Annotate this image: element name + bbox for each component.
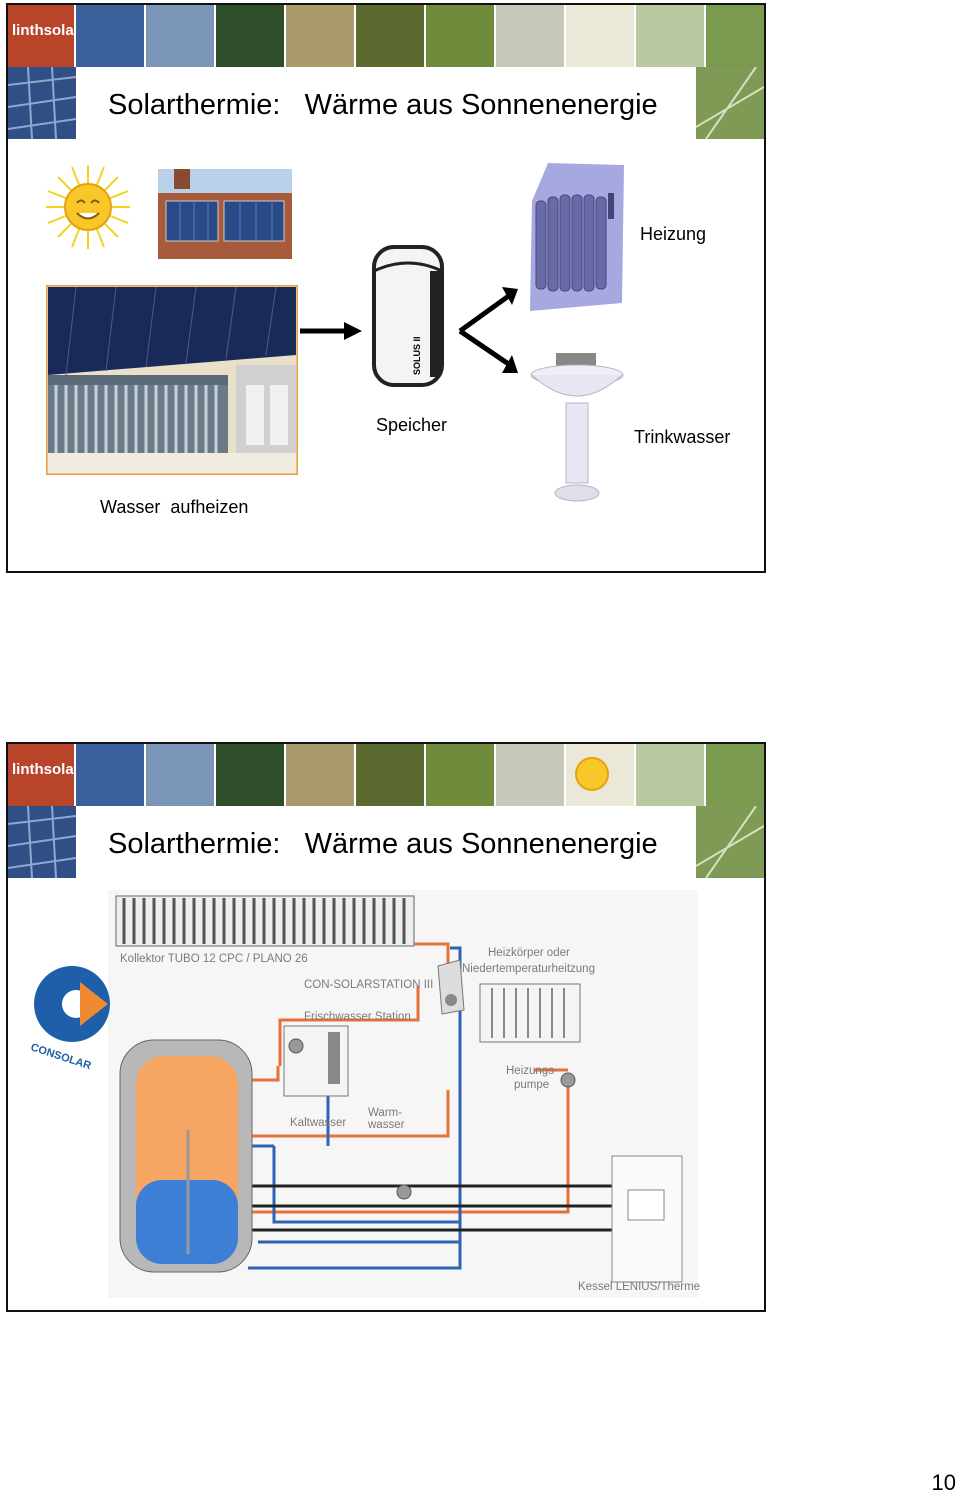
consolar-logo: CONSOLAR xyxy=(29,966,110,1072)
label-speicher: Speicher xyxy=(376,415,448,435)
label-heizung: Heizung xyxy=(640,224,707,244)
label-kollektor: Kollektor TUBO 12 CPC / PLANO 26 xyxy=(120,953,308,965)
slide-title: Solarthermie: Wärme aus Sonnenenergie xyxy=(108,828,658,860)
label-frischwasser: Frischwasser Station xyxy=(304,1011,411,1023)
roof-collector-photo xyxy=(158,169,292,259)
label-heizungspumpe-2: pumpe xyxy=(514,1079,549,1091)
radiator-icon xyxy=(530,163,624,311)
washbasin-icon xyxy=(530,353,624,502)
split-arrows-icon xyxy=(458,287,518,373)
linthsolar-logo: linthsolar xyxy=(12,22,80,39)
heating-pump xyxy=(560,1072,576,1088)
label-warmwasser-1: Warm- xyxy=(368,1107,402,1119)
pump xyxy=(396,1184,412,1200)
arrow-right-icon xyxy=(300,322,362,340)
solar-panel-strip-left xyxy=(8,806,76,878)
label-wasser-aufheizen: Wasser aufheizen xyxy=(100,497,249,517)
grass-strip-right xyxy=(696,67,764,139)
solar-system-diagram: CONSOLAR xyxy=(29,890,700,1298)
label-heizkoerper-2: Niedertemperaturheitzung xyxy=(462,963,595,975)
label-heizkoerper-1: Heizkörper oder xyxy=(488,947,570,959)
label-kaltwasser: Kaltwasser xyxy=(290,1117,346,1129)
house-collector-photo xyxy=(46,285,298,475)
slide-title: Solarthermie: Wärme aus Sonnenenergie xyxy=(108,89,658,121)
page-number: 10 xyxy=(931,1470,956,1495)
label-heizungspumpe-1: Heizungs- xyxy=(506,1065,558,1077)
label-trinkwasser: Trinkwasser xyxy=(634,427,731,447)
solar-station xyxy=(437,959,465,1015)
slide-1: linthsolar Solarthermie: Wärme aus Sonne… xyxy=(6,3,766,573)
small-sun-icon xyxy=(575,757,609,791)
storage-tank: SOLUS II xyxy=(372,245,444,387)
grass-strip-right xyxy=(696,806,764,878)
label-warmwasser-2: wasser xyxy=(367,1119,405,1131)
linthsolar-logo: linthsolar xyxy=(12,761,80,778)
label-kessel: Kessel LENIUS/Therme xyxy=(578,1281,700,1293)
label-station: CON-SOLARSTATION III xyxy=(304,979,433,991)
svg-text:CONSOLAR: CONSOLAR xyxy=(29,1041,93,1072)
solar-panel-strip-left xyxy=(8,67,76,139)
photo-banner: linthsolar xyxy=(8,744,764,806)
tank-brand-label: SOLUS II xyxy=(412,336,422,375)
smiling-sun-icon xyxy=(46,165,130,249)
slide-2: linthsolar Solarthermie: Wärme aus Sonne… xyxy=(6,742,766,1312)
photo-banner: linthsolar xyxy=(8,5,764,67)
